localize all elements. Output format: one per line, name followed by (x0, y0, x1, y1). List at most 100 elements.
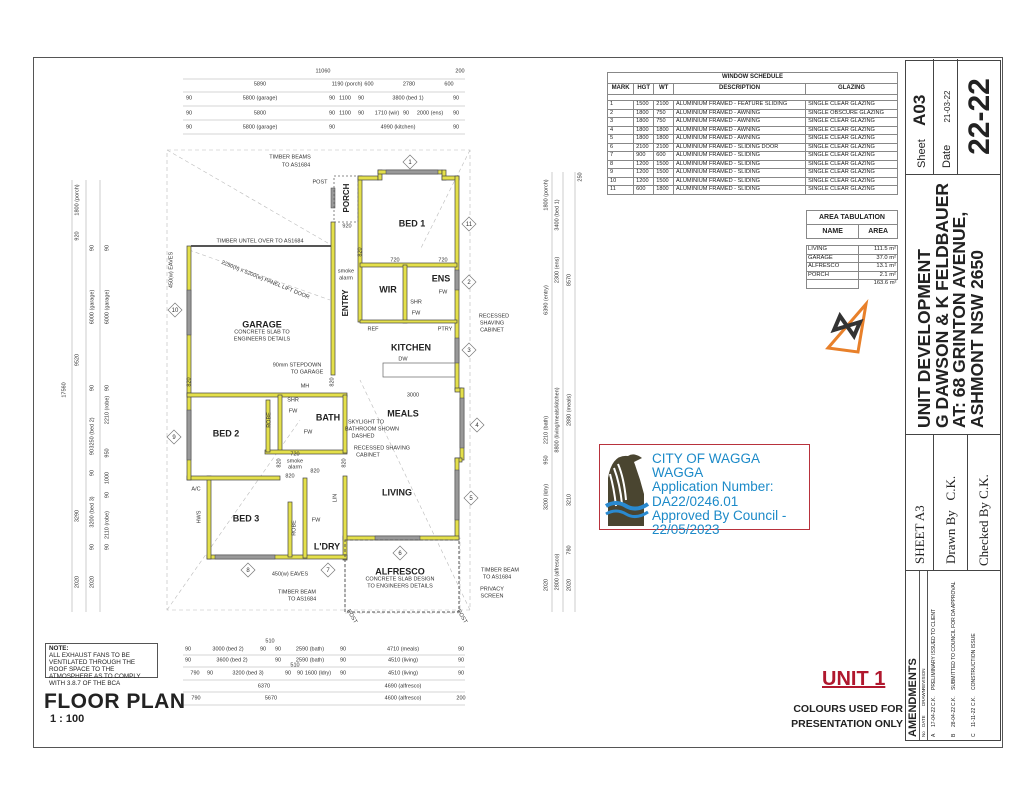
note-title: NOTE: (49, 645, 69, 652)
area-value: 13.1 m² (858, 262, 898, 272)
dimension-label: 6370 (257, 683, 271, 690)
amend-revision: SUBMITTED TO COUNCIL FOR DA APPROVAL (951, 581, 957, 690)
project-line-4: ASHMONT NSW 2650 (966, 250, 987, 428)
area-name: LIVING (805, 245, 860, 255)
dimension-label: 6000 (garage) (104, 289, 111, 325)
wall (357, 175, 379, 181)
plan-label: MH (300, 383, 310, 390)
plan-label: 820 (186, 377, 193, 387)
dimension-label: 4710 (meals) (386, 646, 420, 653)
dimension-label: 2590 (bath) (295, 657, 325, 664)
plan-label: BED 1 (398, 218, 426, 229)
wall (265, 399, 271, 453)
area-header-area: AREA (858, 224, 898, 239)
window-schedule-cell: 750 (653, 117, 675, 127)
dimension-label: 3000 (bed 2) (212, 646, 244, 653)
window-schedule-cell: 5 (606, 134, 635, 144)
wall (264, 449, 348, 455)
dimension-label: 600 (444, 81, 454, 88)
colours-note-line1: COLOURS USED FOR (793, 703, 903, 715)
amend-date: 11-11-22 (971, 707, 977, 727)
wall (287, 501, 293, 558)
window-schedule-header: GLAZING (805, 83, 898, 95)
plan-label: TO AS1684 (281, 162, 311, 169)
dimension-label: 780 (566, 545, 573, 555)
amend-drawn: C.K. (931, 696, 937, 706)
plan-label: BATH (315, 412, 341, 423)
window-schedule-cell: 1500 (633, 100, 655, 110)
dimension-label: 90 (457, 670, 465, 677)
window-schedule-cell: 3 (606, 117, 635, 127)
window-mark-number: 4 (475, 423, 479, 429)
plan-label: RECESSED SHAVING (353, 445, 411, 452)
window (385, 169, 439, 175)
dimension-label: 2020 (74, 575, 81, 589)
amend-no: C (971, 733, 977, 737)
dimension-label: 90 (89, 244, 96, 252)
window-schedule-cell: ALUMINIUM FRAMED - SLIDING (673, 168, 807, 178)
area-name: PORCH (805, 270, 860, 280)
window-mark-diamond (461, 216, 477, 232)
dimension-label: 1800 (porch) (543, 179, 550, 211)
plan-label: FW (411, 310, 421, 317)
dimension-label: 4990 (kitchen) (380, 124, 416, 131)
dimension-label: 8800 (living/meals/kitchen) (554, 387, 561, 453)
plan-label: 820 (341, 458, 348, 468)
dimension-label: 90 (452, 95, 460, 102)
window-schedule-cell: ALUMINIUM FRAMED - SLIDING (673, 185, 807, 195)
window-schedule-title: WINDOW SCHEDULE (607, 72, 898, 84)
plan-label: 820 (285, 473, 295, 480)
plan-label: 820 (357, 247, 364, 257)
plan-label: 720 (438, 257, 448, 264)
dimension-label: 90 (357, 95, 365, 102)
dimension-label: 90 (184, 646, 192, 653)
window (454, 469, 460, 521)
plan-label: smoke (337, 268, 355, 275)
dimension-label: 950 (543, 455, 550, 465)
window-schedule-cell: ALUMINIUM FRAMED - SLIDING (673, 151, 807, 161)
amend-no: B (951, 733, 957, 737)
window-mark-number: 5 (469, 496, 473, 502)
window-schedule-cell: SINGLE CLEAR GLAZING (805, 185, 898, 195)
dimension-label: 90 (274, 646, 282, 653)
plan-label: PRIVACY (480, 586, 504, 593)
dimension-label: 6000 (garage) (89, 289, 96, 325)
amend-revision: PRELIMINARY ISSUED TO CLIENT (931, 608, 937, 690)
window-schedule-cell: ALUMINIUM FRAMED - AWNING (673, 125, 807, 135)
dimension-label: 5800 (garage) (242, 124, 278, 131)
plan-label: BED 2 (212, 428, 240, 439)
dimension-label: 4600 (alfresco) (384, 695, 422, 702)
dimension-label: 600 (364, 81, 374, 88)
window-schedule-cell: SINGLE CLEAR GLAZING (805, 151, 898, 161)
plan-label: 920 (342, 223, 352, 230)
plan-label: HWS (196, 510, 203, 524)
window-mark-number: 8 (246, 568, 250, 574)
plan-label: GARAGE (242, 319, 282, 330)
plan-label: 450(w) EAVES (271, 571, 309, 578)
dimension-label: 6390 (entry) (543, 285, 550, 315)
dimension-label: 90 (184, 657, 192, 664)
dimension-label: 200 (456, 695, 466, 702)
amend-col-no: No (921, 731, 926, 737)
window-schedule-cell: ALUMINIUM FRAMED - SLIDING (673, 159, 807, 169)
dimension-label: 4510 (living) (388, 657, 418, 664)
window-schedule-cell: 1500 (653, 159, 675, 169)
plan-label: ENTRY (341, 289, 350, 317)
plan-label: KITCHEN (391, 342, 431, 353)
dimension-label: 4690 (alfresco) (384, 683, 422, 690)
window-schedule-cell: 1200 (633, 168, 655, 178)
dimension-label: 2000 (ens) (416, 110, 444, 117)
alfresco-outline (344, 539, 460, 613)
plan-label: TIMBER BEAM (278, 589, 316, 596)
dimension-label: 90 (339, 646, 347, 653)
dimension-label: 5800 (253, 110, 267, 117)
plan-label: 3000 (406, 392, 420, 399)
dimension-label: 510 (265, 638, 275, 645)
